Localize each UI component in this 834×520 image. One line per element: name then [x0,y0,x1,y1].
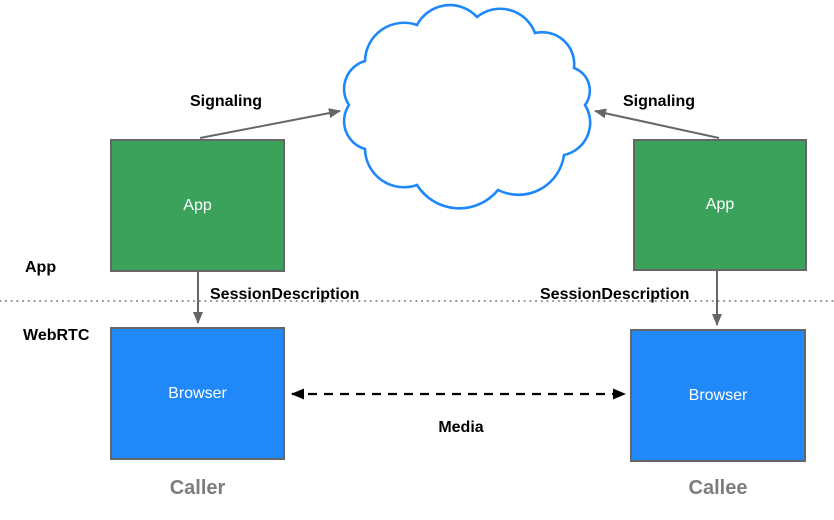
caller-caption: Caller [169,477,226,499]
callee-browser-label: Browser [688,386,748,404]
signaling-label-left: Signaling [190,93,262,110]
callee-app-box: App [633,139,807,271]
caller-browser-box: Browser [110,327,285,460]
caller-app-label: App [183,196,212,214]
caller-browser-label: Browser [168,384,227,402]
signaling-arrow-left [199,108,341,139]
caller-app-box: App [110,139,285,272]
webrtc-layer-label: WebRTC [23,327,90,344]
app-layer-label: App [25,259,57,276]
signaling-arrow-right [594,108,720,139]
signaling-label-right: Signaling [623,93,695,110]
media-label: Media [438,419,484,436]
callee-browser-box: Browser [630,329,806,462]
callee-app-label: App [705,196,735,213]
callee-caption: Callee [688,477,748,499]
session-description-label-right: SessionDescription [540,286,690,303]
signaling-cloud [342,3,592,210]
session-description-label-left: SessionDescription [210,286,360,303]
